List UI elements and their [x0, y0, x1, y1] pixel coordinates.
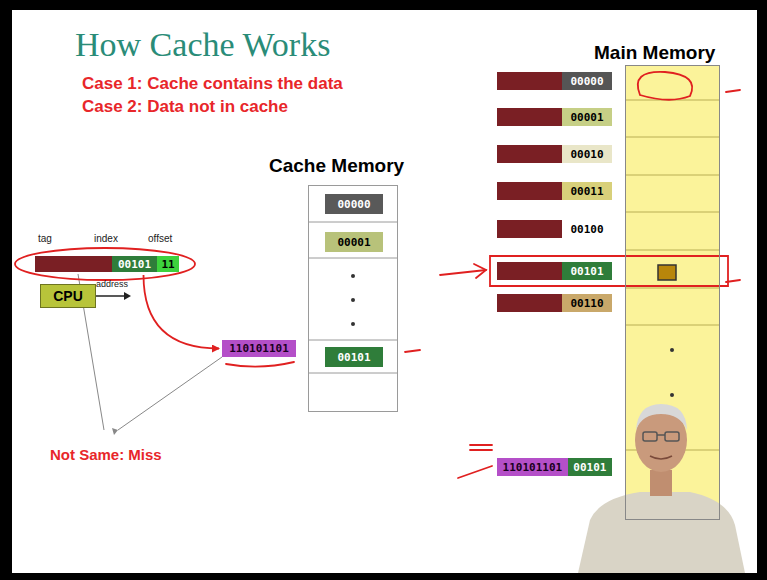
cache-row-line [308, 340, 398, 341]
memory-block [658, 265, 676, 280]
address-code: 00010 [562, 145, 612, 163]
memory-heading: Cache Memory [269, 155, 404, 177]
cache-body [308, 185, 398, 412]
offset-field: 11 [157, 256, 179, 272]
memory-body [625, 65, 720, 520]
result-note: Not Same: Miss [50, 446, 162, 463]
main-memory: Main Memory [625, 65, 720, 520]
address-code: 110101101 [497, 458, 568, 476]
block-address: 00110 [497, 294, 612, 312]
ellipsis-dot [670, 393, 674, 397]
arrow-label: address [96, 279, 128, 289]
binary-code: 110101101 [229, 342, 289, 355]
address-code: 00011 [562, 182, 612, 200]
cache-line-index: 00101 [325, 347, 383, 367]
field-name: offset [148, 233, 172, 244]
block-address: 00011 [497, 182, 612, 200]
binary-code: 00000 [337, 198, 370, 211]
cpu-box: CPU [40, 284, 96, 308]
field-name: tag [38, 233, 52, 244]
binary-code: 00101 [337, 351, 370, 364]
arrow-head [112, 428, 118, 435]
memory-heading: Main Memory [594, 42, 715, 64]
block-address: 00001 [497, 108, 612, 126]
tag-field [35, 256, 112, 272]
compare-line [118, 357, 222, 430]
address-code: 00101 [562, 262, 612, 280]
ellipsis-dot [351, 274, 355, 278]
address-code: 00110 [562, 294, 612, 312]
stored-tag: 110101101 [222, 340, 296, 357]
block-address: 11010110100101 [497, 458, 612, 476]
cache-row-line [308, 373, 398, 374]
slide-title: How Cache Works [75, 26, 330, 64]
presenter-glasses [643, 432, 679, 441]
block-address: 00100 [497, 220, 612, 238]
case-heading: Case 2: Data not in cache [82, 97, 288, 117]
presenter-mouth [650, 456, 672, 459]
ellipsis-dot [351, 298, 355, 302]
case-heading: Case 1: Cache contains the data [82, 74, 343, 94]
ellipsis-dot [670, 348, 674, 352]
box-label: CPU [53, 288, 83, 304]
address-code: 00000 [562, 72, 612, 90]
block-address: 00010 [497, 145, 612, 163]
presenter-hair [636, 404, 687, 430]
binary-code: 11 [161, 258, 174, 271]
address-code: 00100 [562, 220, 612, 238]
address-code: 00001 [562, 108, 612, 126]
memory-row-lines [625, 100, 720, 450]
block-address: 00000 [497, 72, 612, 90]
block-address: 00101 [497, 262, 612, 280]
presenter-neck [650, 470, 672, 496]
binary-code: 00101 [118, 258, 151, 271]
handwritten-marks [15, 72, 740, 478]
cache-line-index: 00001 [325, 232, 383, 252]
binary-code: 00001 [337, 236, 370, 249]
ellipsis-dot [351, 322, 355, 326]
arrow-head [124, 292, 131, 300]
address-code: 00101 [568, 458, 612, 476]
address-arrow [96, 295, 124, 297]
handwritten-arrow [144, 275, 220, 349]
cache-row-line [308, 222, 398, 223]
cache-row-line [308, 258, 398, 259]
cache-memory: Cache Memory000000000100101 [308, 185, 398, 412]
cache-line-index: 00000 [325, 194, 383, 214]
field-name: index [94, 233, 118, 244]
index-field: 00101 [112, 256, 157, 272]
